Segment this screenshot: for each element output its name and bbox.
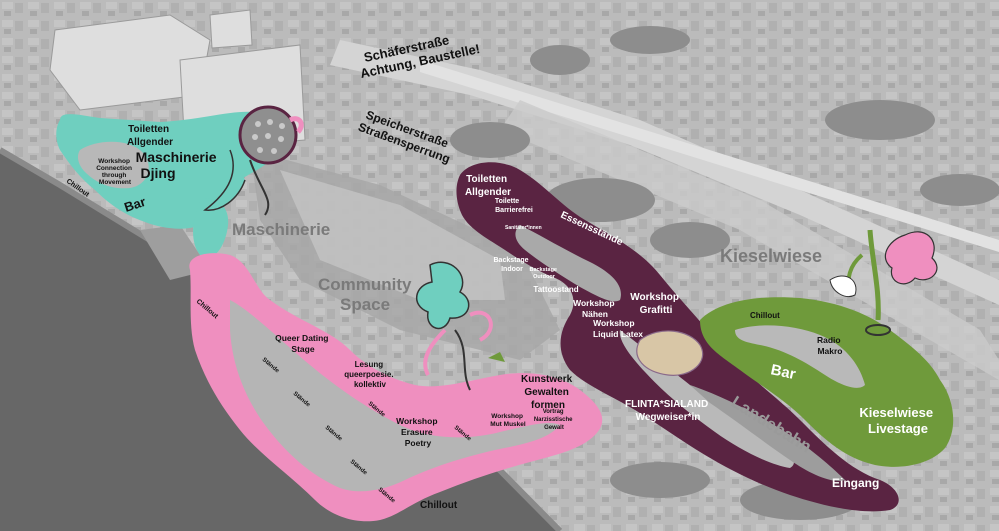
- label-pink-erasure: Erasure: [401, 427, 433, 437]
- svg-text:Workshop Grafitti: Workshop Grafitti: [630, 292, 682, 316]
- label-teal-maschinerie: Maschinerie: [136, 149, 217, 165]
- decorative-flower-illustrations: [203, 105, 938, 391]
- label-purple-backstage-outdoor: Backstage: [529, 267, 557, 273]
- label-pink-mut-muskel: Mut Muskel: [490, 421, 526, 428]
- label-teal-workshop: Workshop: [98, 158, 130, 165]
- label-purple-grafitti: Grafitti: [640, 305, 673, 316]
- label-pink-chillout-bottom: Chillout: [420, 500, 458, 511]
- label-purple-workshop-liquid: Workshop: [593, 318, 634, 328]
- landebahn-strip: [690, 385, 845, 481]
- svg-text:Kunstwerk Gewalten: Kunstwerk Gewalten formen: [521, 374, 575, 411]
- svg-text:Maschinerie Djing: Maschinerie Djing: [136, 149, 221, 181]
- label-purple-flintasialand: FLINTA*SIALAND: [625, 399, 708, 410]
- label-pink-poetry: Poetry: [405, 438, 432, 448]
- label-green-kieselwiese: Kieselwiese: [859, 405, 933, 420]
- label-purple-liquid-latex: Liquid Latex: [593, 329, 643, 339]
- svg-text:Toiletten Allgender: Toiletten Allgender: [127, 124, 173, 148]
- road: [330, 40, 999, 305]
- label-green-makro: Makro: [817, 346, 842, 356]
- svg-text:Toiletten Allgender: Toiletten Allgender: [465, 174, 511, 198]
- svg-text:Backstage Outdoor: Backstage Outdoor: [529, 267, 558, 280]
- teal-zone-labels: Toiletten Allgender Maschinerie Djing Wo…: [65, 124, 221, 215]
- label-pink-workshop-muskel: Workshop: [491, 413, 523, 420]
- svg-text:Workshop Connection: Workshop Connection through Movement: [96, 158, 134, 186]
- label-purple-backstage-indoor: Backstage: [494, 257, 529, 264]
- label-purple-workshop-naehen: Workshop: [573, 298, 614, 308]
- label-area-kieselwiese: Kieselwiese: [720, 246, 822, 266]
- pastel-flower-icon: [636, 330, 704, 376]
- svg-text:Vortrag Narzisstische: Vortrag Narzisstische Gewalt: [534, 409, 574, 431]
- label-green-bar: Bar: [769, 361, 797, 383]
- label-purple-barrierefrei: Barrierefrei: [495, 207, 533, 214]
- label-pink-stage: Stage: [291, 344, 314, 354]
- label-pink-gewalten: Gewalten: [524, 387, 568, 398]
- label-teal-djing: Djing: [141, 165, 176, 181]
- label-area-space: Space: [340, 295, 390, 314]
- label-purple-sanitaeter: Sanitäter*innen: [505, 225, 542, 231]
- label-pink-vortrag: Vortrag: [543, 409, 564, 415]
- svg-text:Workshop Liquid Latex: Workshop Liquid Latex: [593, 318, 643, 339]
- label-green-livestage: Livestage: [868, 421, 928, 436]
- label-area-maschinerie: Maschinerie: [232, 220, 330, 239]
- svg-text:Lesung queerpoesie.: Lesung queerpoesie. kollektiv: [344, 360, 396, 389]
- teal-leaf-icon: [203, 149, 246, 211]
- label-purple-eingang: Eingang: [832, 476, 879, 490]
- green-zone-labels: Chillout Radio Makro Bar Kieselwiese Liv…: [750, 311, 936, 436]
- label-green-radio: Radio: [817, 335, 841, 345]
- label-purple-wegweiser: Wegweiser*in: [636, 412, 701, 423]
- label-teal-connection: Connection: [96, 165, 132, 172]
- label-pink-gewalt: Gewalt: [544, 425, 564, 431]
- svg-text:Workshop Mut Muskel: Workshop Mut Muskel: [490, 413, 526, 428]
- label-purple-allgender: Allgender: [465, 187, 511, 198]
- label-teal-allgender: Allgender: [127, 137, 173, 148]
- green-stem-icon: [867, 229, 881, 321]
- pink-flower-icon: [884, 231, 938, 285]
- svg-text:FLINTA*SIALAND Wegweiser: FLINTA*SIALAND Wegweiser*in: [625, 399, 711, 423]
- label-teal-bar: Bar: [122, 194, 147, 215]
- label-pink-narzisstische: Narzisstische: [534, 417, 573, 423]
- label-purple-toiletten: Toiletten: [466, 174, 507, 185]
- zone-kieselwiese: [700, 297, 954, 467]
- label-purple-toilette: Toilette: [495, 198, 519, 205]
- label-purple-workshop-grafitti: Workshop: [630, 292, 679, 303]
- svg-text:Backstage Indoor: Backstage Indoor: [494, 257, 531, 273]
- teal-flower-icon: [416, 261, 470, 330]
- label-pink-kollektiv: kollektiv: [354, 380, 387, 389]
- label-pink-kunstwerk: Kunstwerk: [521, 374, 573, 385]
- label-pink-workshop-erasure: Workshop: [396, 416, 437, 426]
- label-teal-toiletten: Toiletten: [128, 124, 169, 135]
- svg-text:Toilette Barrierefrei: Toilette Barrierefrei: [495, 198, 533, 214]
- svg-text:Workshop Erasure P: Workshop Erasure Poetry: [396, 416, 440, 448]
- svg-text:Radio Makro: Radio Makro: [817, 335, 843, 356]
- label-purple-tattoostand: Tattoostand: [533, 285, 578, 294]
- svg-text:Kieselwiese Livestage: Kieselwiese Livestage: [859, 405, 936, 436]
- label-pink-formen: formen: [531, 400, 565, 411]
- label-purple-outdoor: Outdoor: [533, 274, 556, 280]
- label-pink-queerpoesie: queerpoesie.: [344, 370, 393, 379]
- svg-text:Workshop Nähen: Workshop Nähen: [573, 298, 617, 319]
- label-pink-queer-dating: Queer Dating: [275, 333, 328, 343]
- label-area-community: Community: [318, 275, 412, 294]
- zone-community: [189, 253, 603, 522]
- label-pink-lesung: Lesung: [355, 360, 384, 369]
- label-teal-movement: Movement: [99, 179, 132, 186]
- label-purple-indoor: Indoor: [501, 266, 523, 273]
- label-green-chillout: Chillout: [750, 311, 780, 320]
- label-purple-naehen: Nähen: [582, 309, 608, 319]
- label-teal-through: through: [102, 172, 127, 179]
- svg-text:Queer Dating Stage: Queer Dating Stage: [275, 333, 331, 354]
